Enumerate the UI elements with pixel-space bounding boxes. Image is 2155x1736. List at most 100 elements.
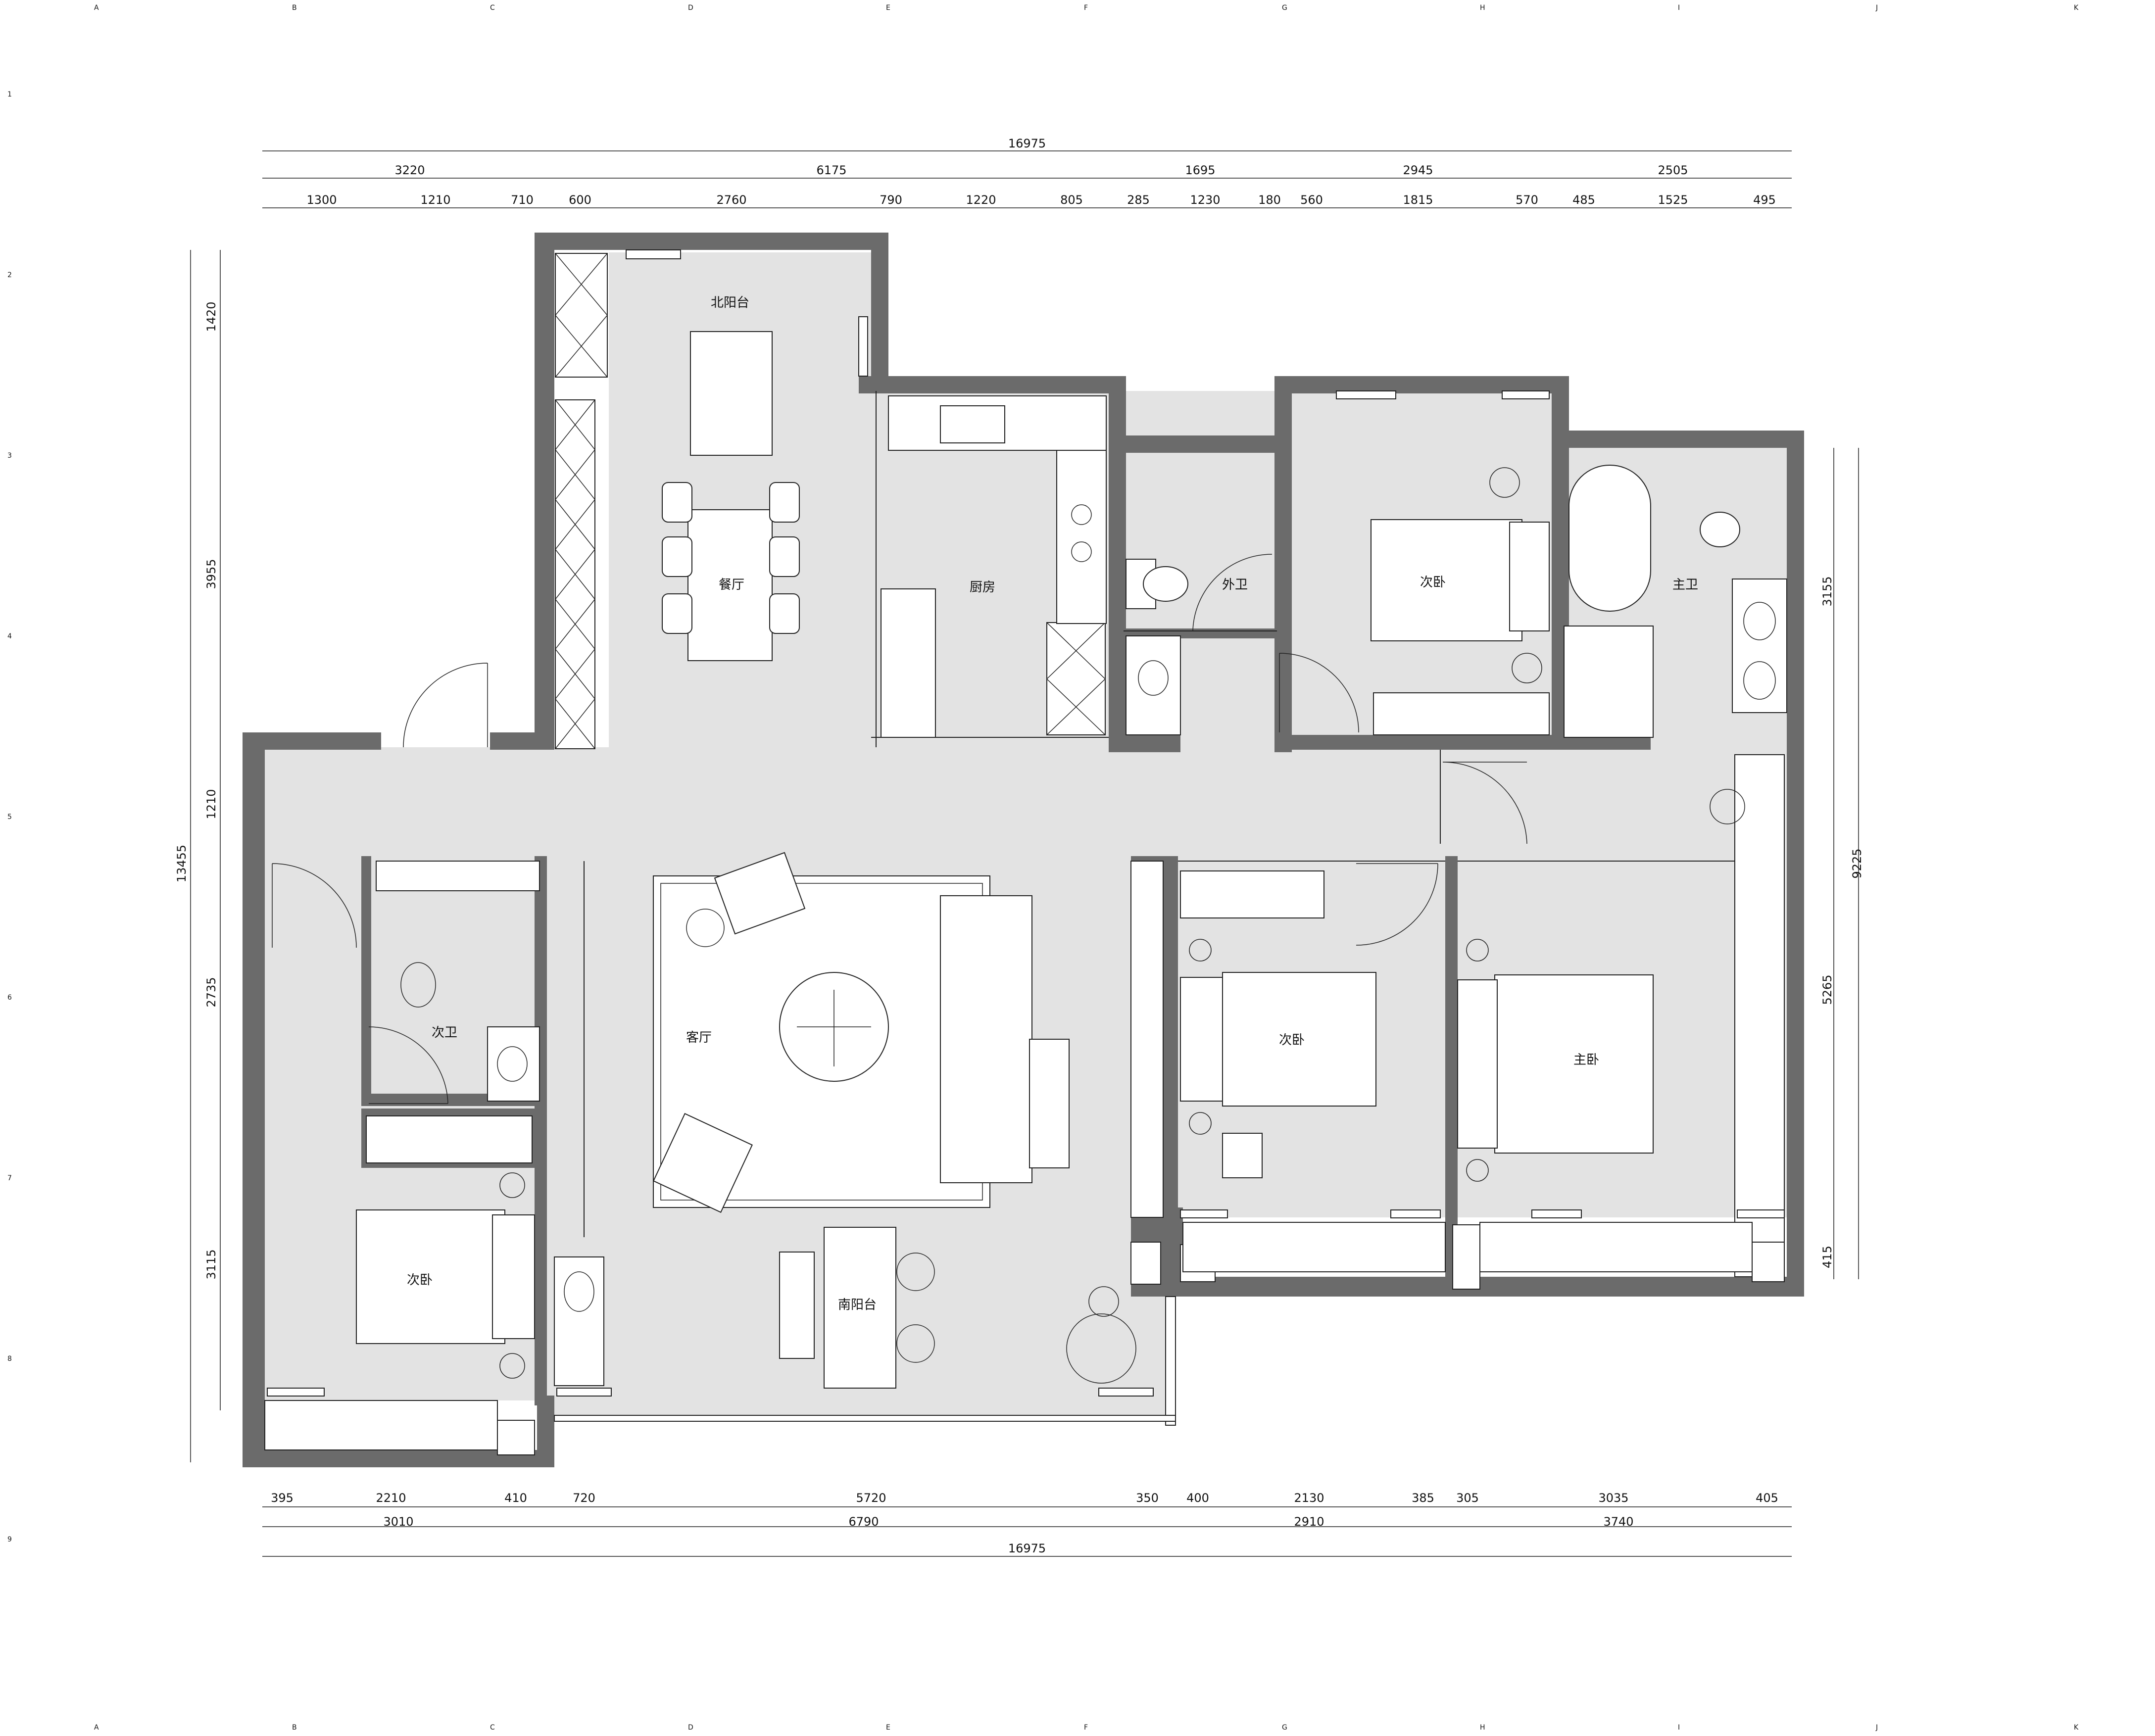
grid-letter: H bbox=[1480, 1724, 1485, 1732]
room-label-living: 客厅 bbox=[686, 1030, 712, 1045]
dim-top-detail-15: 1525 bbox=[1658, 193, 1688, 207]
dim-bottom-detail-6: 400 bbox=[1186, 1491, 1209, 1505]
room-label-kitchen: 厨房 bbox=[970, 580, 995, 595]
dim-top-total: 16975 bbox=[1008, 137, 1046, 150]
dim-left-total: 13455 bbox=[175, 845, 189, 882]
dim-top-mid-1: 6175 bbox=[816, 163, 846, 177]
grid-letter: B bbox=[292, 1724, 297, 1732]
wardrobe-x-mark bbox=[555, 649, 595, 699]
room-labels: 北阳台 餐厅 厨房 外卫 次卧 主卫 客厅 次卫 次卧 次卧 主卧 南阳台 bbox=[407, 295, 1698, 1312]
grid-letter: C bbox=[490, 4, 495, 12]
wardrobe-x-mark bbox=[555, 499, 595, 550]
dim-bottom-total: 16975 bbox=[1008, 1542, 1046, 1555]
dim-top-detail-14: 485 bbox=[1572, 193, 1595, 207]
grid-letter: G bbox=[1282, 1724, 1287, 1732]
grid-number: 1 bbox=[7, 91, 12, 98]
grid-number: 7 bbox=[7, 1174, 12, 1182]
room-label-north-balcony: 北阳台 bbox=[711, 295, 749, 310]
grid-letter: E bbox=[886, 4, 890, 12]
dim-top-detail-9: 1230 bbox=[1190, 193, 1220, 207]
grid-letter: I bbox=[1678, 1724, 1680, 1732]
wardrobe-x-mark bbox=[555, 698, 595, 749]
room-label-bedroom-s: 次卧 bbox=[1279, 1033, 1305, 1048]
dim-bottom-detail-9: 305 bbox=[1456, 1491, 1479, 1505]
dim-top-detail-7: 805 bbox=[1060, 193, 1083, 207]
dim-top-detail-11: 560 bbox=[1300, 193, 1323, 207]
furniture bbox=[356, 331, 1787, 1389]
grid-letter: B bbox=[292, 4, 297, 12]
dim-top-detail-5: 790 bbox=[880, 193, 902, 207]
dim-bottom-detail-7: 2130 bbox=[1294, 1491, 1324, 1505]
grid-number: 4 bbox=[7, 632, 12, 640]
room-label-dining: 餐厅 bbox=[719, 578, 744, 592]
dim-left-detail-0: 1420 bbox=[204, 301, 218, 332]
dim-left-detail-4: 3115 bbox=[204, 1249, 218, 1279]
dim-bottom-detail-0: 395 bbox=[271, 1491, 294, 1505]
dim-left-detail-3: 2735 bbox=[204, 977, 218, 1007]
grid-letter: D bbox=[688, 1724, 693, 1732]
dim-top-detail-3: 600 bbox=[569, 193, 591, 207]
dimension-lines: 16975 3220 6175 1695 2945 2505 1300 1210… bbox=[175, 137, 1864, 1557]
grid-letter: A bbox=[94, 4, 99, 12]
windows bbox=[264, 249, 1785, 1450]
dim-right-detail-1: 5265 bbox=[1820, 974, 1834, 1005]
dim-left-detail-1: 3955 bbox=[204, 559, 218, 589]
grid-letter: G bbox=[1282, 4, 1287, 12]
wardrobe-x-mark bbox=[555, 599, 595, 650]
grid-number: 3 bbox=[7, 452, 12, 460]
dim-bottom-mid-0: 3010 bbox=[383, 1515, 413, 1529]
wardrobes bbox=[366, 253, 1785, 1455]
dim-right-detail-0: 3155 bbox=[1820, 576, 1834, 606]
dim-bottom-detail-5: 350 bbox=[1136, 1491, 1159, 1505]
dim-bottom-detail-2: 410 bbox=[504, 1491, 527, 1505]
dim-right-total: 9225 bbox=[1850, 848, 1864, 878]
dim-top-detail-13: 570 bbox=[1516, 193, 1538, 207]
grid-letter: F bbox=[1084, 4, 1088, 12]
grid-letter: K bbox=[2074, 1724, 2079, 1732]
dim-top-detail-16: 495 bbox=[1753, 193, 1776, 207]
grid-number: 5 bbox=[7, 813, 12, 821]
wardrobe-x-mark bbox=[555, 399, 595, 450]
dim-top-detail-6: 1220 bbox=[966, 193, 996, 207]
grid-letter: K bbox=[2074, 4, 2079, 12]
doors bbox=[272, 554, 1527, 1104]
dim-top-detail-2: 710 bbox=[511, 193, 534, 207]
room-label-outer-bath: 外卫 bbox=[1222, 578, 1248, 592]
grid-letter: F bbox=[1084, 1724, 1088, 1732]
dim-bottom-detail-10: 3035 bbox=[1598, 1491, 1628, 1505]
dim-top-detail-8: 285 bbox=[1127, 193, 1150, 207]
room-label-master-bath: 主卫 bbox=[1672, 578, 1698, 592]
grid-letter: H bbox=[1480, 4, 1485, 12]
dim-top-detail-10: 180 bbox=[1258, 193, 1281, 207]
grid-letter: C bbox=[490, 1724, 495, 1732]
room-label-master-bedroom: 主卧 bbox=[1573, 1053, 1599, 1067]
room-label-bedroom-sw: 次卧 bbox=[407, 1273, 433, 1288]
dim-bottom-detail-4: 5720 bbox=[856, 1491, 886, 1505]
grid-letter: E bbox=[886, 1724, 890, 1732]
grid-letter: A bbox=[94, 1724, 99, 1732]
grid-letter: D bbox=[688, 4, 693, 12]
grid-number: 9 bbox=[7, 1536, 12, 1543]
wardrobe-x-mark bbox=[555, 449, 595, 500]
dim-bottom-detail-1: 2210 bbox=[376, 1491, 406, 1505]
dim-left-detail-2: 1210 bbox=[204, 789, 218, 819]
dim-bottom-detail-11: 405 bbox=[1756, 1491, 1778, 1505]
dim-top-mid-3: 2945 bbox=[1403, 163, 1433, 177]
dim-right-detail-2: 415 bbox=[1820, 1246, 1834, 1268]
dim-bottom-mid-1: 6790 bbox=[848, 1515, 879, 1529]
room-label-bedroom-ne: 次卧 bbox=[1420, 575, 1446, 590]
room-label-south-balcony: 南阳台 bbox=[838, 1298, 877, 1312]
dim-bottom-detail-8: 385 bbox=[1412, 1491, 1434, 1505]
dim-top-detail-0: 1300 bbox=[306, 193, 337, 207]
dim-top-mid-2: 1695 bbox=[1185, 163, 1215, 177]
room-label-secondary-bath: 次卫 bbox=[432, 1025, 457, 1040]
wardrobe-x-mark bbox=[555, 549, 595, 600]
grid-letter: I bbox=[1678, 4, 1680, 12]
grid-letter: J bbox=[1875, 4, 1878, 12]
dim-top-detail-4: 2760 bbox=[716, 193, 746, 207]
dim-top-mid-0: 3220 bbox=[394, 163, 425, 177]
dim-top-detail-1: 1210 bbox=[420, 193, 450, 207]
grid-number: 8 bbox=[7, 1355, 12, 1363]
